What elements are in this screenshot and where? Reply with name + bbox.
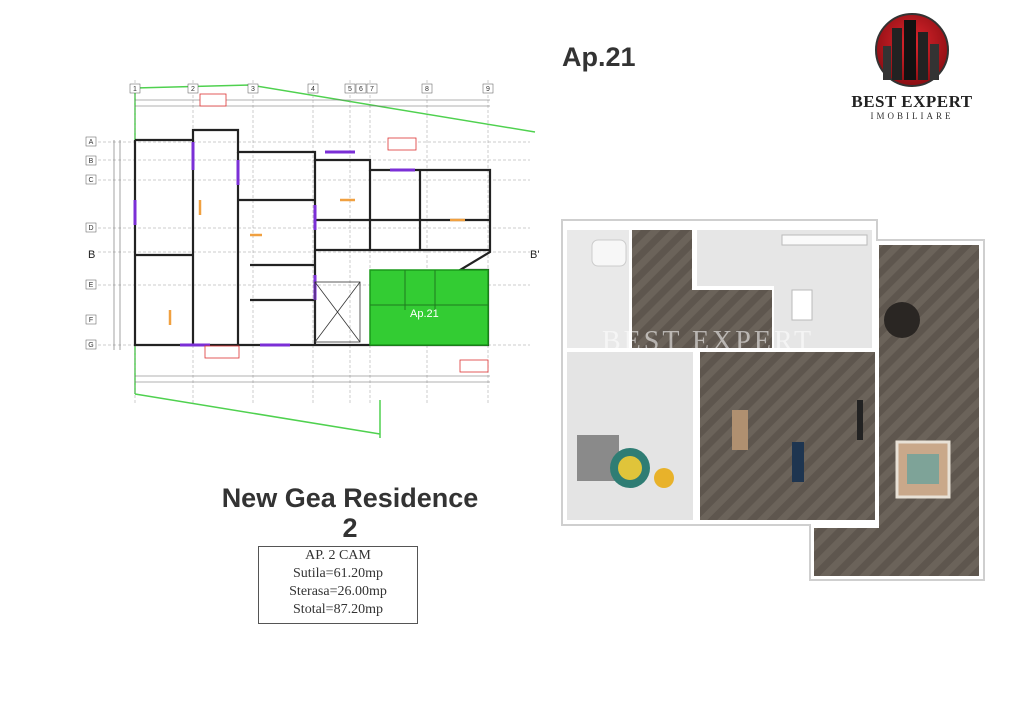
row-label-a: A <box>89 139 94 146</box>
col-label-6: 6 <box>359 86 363 93</box>
area-terrace: Sterasa=26.00mp <box>289 584 387 599</box>
living-room <box>700 352 875 520</box>
col-label-8: 8 <box>425 86 429 93</box>
section-mark-right: B' <box>530 249 539 261</box>
annotation-boxes <box>199 93 489 373</box>
floor-plan-blueprint: Ap.21 B B' A B C D E F G 1 2 3 4 5 <box>85 80 539 438</box>
dimension-lines <box>113 99 490 383</box>
col-label-3: 3 <box>251 86 255 93</box>
watermark-text: BEST EXPERT <box>602 326 814 357</box>
terrace <box>879 245 979 545</box>
col-label-2: 2 <box>191 86 195 93</box>
col-label-1: 1 <box>133 86 137 93</box>
col-label-9: 9 <box>486 86 490 93</box>
apartment-title: Ap.21 <box>562 42 636 72</box>
row-label-b: B <box>89 158 94 165</box>
section-mark-left: B <box>88 249 95 261</box>
col-label-5: 5 <box>348 86 352 93</box>
area-type: AP. 2 CAM <box>305 548 371 563</box>
area-total: Stotal=87.20mp <box>293 602 383 617</box>
logo-emblem-icon <box>875 13 949 87</box>
hallway <box>632 230 692 348</box>
door-marks <box>168 198 465 325</box>
company-logo: BEST EXPERT IMOBILIARE <box>837 12 999 124</box>
column-axis-labels: 1 2 3 4 5 6 7 8 9 <box>129 83 494 94</box>
row-axis-labels: A B C D E F G <box>85 136 97 350</box>
row-label-f: F <box>89 317 93 324</box>
project-name-line2: 2 <box>342 513 358 543</box>
highlighted-apartment <box>369 269 489 346</box>
highlight-label: Ap.21 <box>410 308 439 320</box>
row-label-e: E <box>89 282 94 289</box>
col-label-4: 4 <box>311 86 315 93</box>
stair-core <box>314 281 361 343</box>
col-label-7: 7 <box>370 86 374 93</box>
project-name: New Gea Residence 2 <box>190 483 510 543</box>
3d-floor-render: BEST EXPERT <box>561 219 985 581</box>
area-summary-table: AP. 2 CAM Sutila=61.20mp Sterasa=26.00mp… <box>258 546 418 624</box>
logo-name: BEST EXPERT <box>851 92 973 111</box>
project-name-line1: New Gea Residence <box>221 483 479 513</box>
row-label-g: G <box>88 342 93 349</box>
row-label-c: C <box>88 177 93 184</box>
row-label-d: D <box>88 225 93 232</box>
logo-subtitle: IMOBILIARE <box>870 111 954 121</box>
area-usable: Sutila=61.20mp <box>293 566 383 581</box>
